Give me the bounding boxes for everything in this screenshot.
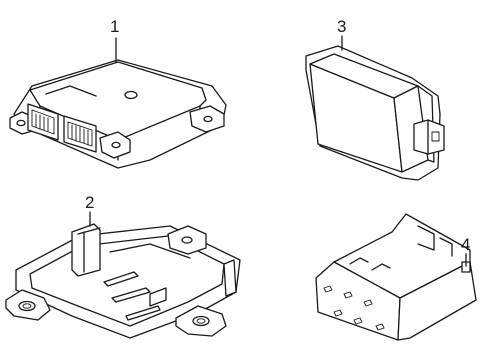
part-4-housing — [315, 213, 477, 341]
callout-label-3: 3 — [337, 17, 346, 36]
part-1-control-module — [9, 37, 227, 169]
callout-label-4: 4 — [461, 235, 470, 254]
callout-label-1: 1 — [110, 17, 119, 36]
part-2-bracket — [5, 211, 241, 339]
callout-label-2: 2 — [85, 193, 94, 212]
part-3-sensor-module — [305, 35, 445, 181]
